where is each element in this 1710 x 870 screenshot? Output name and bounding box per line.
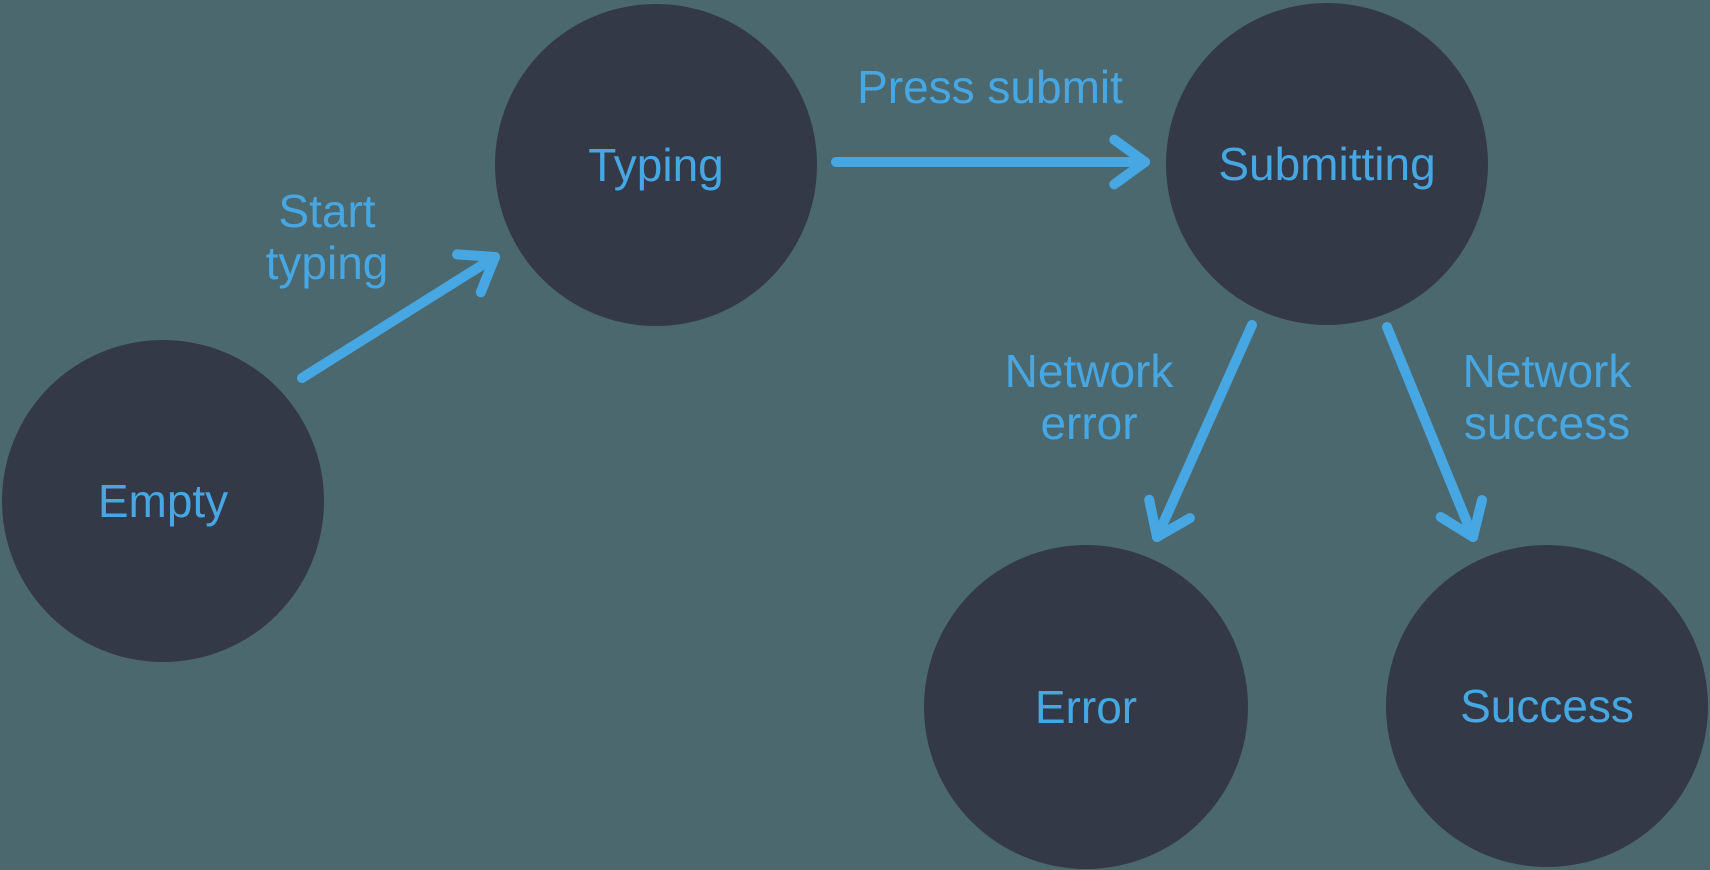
state-typing: Typing (495, 4, 817, 326)
transition-label-press-submit-line-1: Press submit (857, 61, 1123, 113)
state-node-circle-error (924, 545, 1248, 869)
transition-label-start-typing-line-2: typing (266, 237, 389, 289)
state-error: Error (924, 545, 1248, 869)
transition-arrow-line-start-typing (297, 252, 500, 383)
state-empty: Empty (2, 340, 324, 662)
transition-arrowhead-start-typing-upper (475, 252, 500, 298)
state-node-circle-success (1386, 545, 1708, 867)
transition-arrow-line-network-success (1382, 322, 1478, 542)
state-node-label-success: Success (1460, 680, 1634, 732)
state-node-circle-empty (2, 340, 324, 662)
state-node-circle-submitting (1166, 3, 1488, 325)
transition-label-network-error-line-2: error (1040, 397, 1137, 449)
state-node-circle-typing (495, 4, 817, 326)
transition-arrowhead-network-success-upper (1435, 512, 1478, 542)
transition-label-network-success-line-2: success (1464, 397, 1630, 449)
state-node-label-submitting: Submitting (1218, 138, 1435, 190)
transition-arrowhead-press-submit-upper (1109, 157, 1150, 190)
state-node-label-typing: Typing (588, 139, 724, 191)
state-submitting: Submitting (1166, 3, 1488, 325)
transition-arrowhead-network-success-lower (1468, 495, 1488, 542)
state-success: Success (1386, 545, 1708, 867)
transition-arrowhead-network-error-lower (1152, 513, 1195, 542)
transition-arrow-line-network-error (1152, 320, 1257, 542)
transition-label-start-typing-line-1: Start (278, 185, 375, 237)
transition-press-submit: Press submit (831, 61, 1150, 190)
transition-arrowhead-press-submit-lower (1109, 134, 1150, 167)
transition-arrowhead-start-typing-lower (452, 249, 500, 262)
transition-label-network-success-line-1: Network (1463, 345, 1633, 397)
state-node-label-error: Error (1035, 681, 1137, 733)
state-node-label-empty: Empty (98, 475, 228, 527)
transition-label-network-error-line-1: Network (1005, 345, 1175, 397)
transition-arrowhead-network-error-upper (1144, 494, 1162, 542)
